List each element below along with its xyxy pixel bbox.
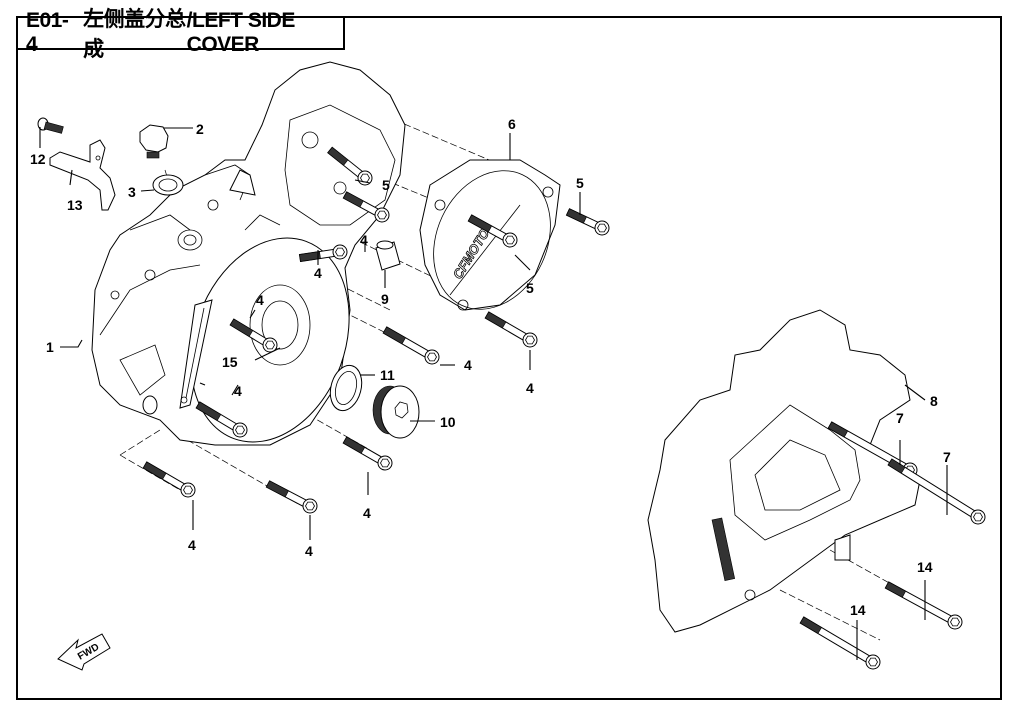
inspection-plug bbox=[372, 385, 420, 439]
bolt bbox=[342, 436, 393, 471]
callout-4-bottom-mid: 4 bbox=[363, 505, 371, 521]
drain-plug bbox=[139, 124, 169, 159]
title-english: /LEFT SIDE COVER bbox=[186, 9, 296, 56]
leader-lines bbox=[39, 127, 948, 660]
gasket-strip bbox=[179, 299, 213, 409]
bolt bbox=[298, 244, 348, 263]
left-crankcase-cover bbox=[91, 61, 406, 446]
forward-direction-badge: FWD bbox=[57, 633, 111, 671]
callout-14-a: 14 bbox=[917, 559, 933, 575]
callout-4-right-low: 4 bbox=[526, 380, 534, 396]
callout-5-right: 5 bbox=[576, 175, 584, 191]
callout-14-b: 14 bbox=[850, 602, 866, 618]
callout-1: 1 bbox=[46, 339, 54, 355]
bolt bbox=[195, 401, 248, 438]
bolt bbox=[884, 581, 963, 630]
callout-3: 3 bbox=[128, 184, 136, 200]
callout-11: 11 bbox=[380, 367, 395, 383]
drawing-frame bbox=[16, 16, 1002, 700]
bolt bbox=[382, 326, 440, 365]
callout-4-lower: 4 bbox=[234, 383, 242, 399]
dowel-pin bbox=[375, 240, 401, 271]
callout-2: 2 bbox=[196, 121, 204, 137]
bolt bbox=[565, 208, 610, 236]
bracket bbox=[49, 139, 116, 211]
screw bbox=[37, 117, 64, 134]
bolt bbox=[327, 146, 373, 186]
callout-12: 12 bbox=[30, 151, 46, 167]
callout-10: 10 bbox=[440, 414, 456, 430]
callout-7-a: 7 bbox=[896, 410, 904, 426]
bolts bbox=[142, 146, 986, 670]
title-chinese: 左侧盖分总成 bbox=[83, 8, 186, 61]
callout-13: 13 bbox=[67, 197, 83, 213]
callout-4-bottom-left: 4 bbox=[188, 537, 196, 553]
callout-5-logo: 5 bbox=[526, 280, 534, 296]
callout-5-top: 5 bbox=[382, 177, 390, 193]
bolt bbox=[229, 318, 278, 353]
page-title: E01-4 左侧盖分总成 /LEFT SIDE COVER bbox=[16, 8, 345, 61]
callout-4-top: 4 bbox=[360, 232, 368, 248]
callout-8: 8 bbox=[930, 393, 938, 409]
bolt bbox=[265, 480, 318, 514]
diagram-code: E01-4 bbox=[26, 9, 69, 56]
bolt bbox=[342, 191, 390, 223]
callout-4-right: 4 bbox=[464, 357, 472, 373]
callout-4-bottom: 4 bbox=[305, 543, 313, 559]
callout-7-b: 7 bbox=[943, 449, 951, 465]
o-ring bbox=[329, 364, 363, 412]
callout-9: 9 bbox=[381, 291, 389, 307]
washer bbox=[152, 174, 184, 196]
callout-4-center: 4 bbox=[256, 292, 264, 308]
sprocket-cover bbox=[647, 309, 921, 633]
bolt bbox=[484, 311, 538, 348]
callout-labels: 1 2 3 4 4 4 4 4 4 4 4 4 5 5 5 6 7 7 8 9 … bbox=[30, 116, 951, 618]
callout-15: 15 bbox=[222, 354, 238, 370]
callout-6: 6 bbox=[508, 116, 516, 132]
callout-4-upper: 4 bbox=[314, 265, 322, 281]
generator-cover: CFMOTO bbox=[419, 159, 561, 311]
bolt bbox=[142, 461, 196, 498]
bolt bbox=[799, 616, 881, 670]
bolt bbox=[467, 214, 518, 248]
